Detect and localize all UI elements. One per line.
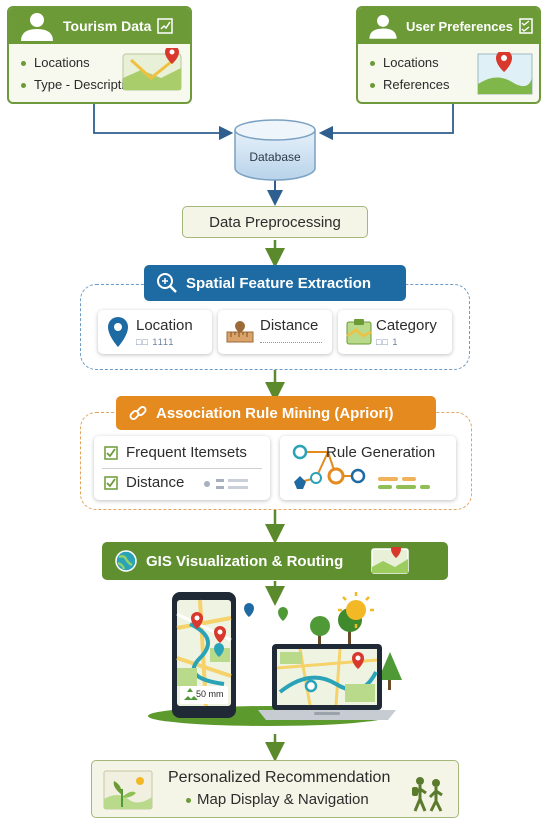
ruler-icon (226, 321, 254, 343)
itemsets-divider (102, 468, 262, 469)
rule-generation-card: Rule Generation (280, 436, 456, 500)
map-display-label: Map Display & Navigation (197, 791, 369, 808)
list-item: Locations (21, 52, 178, 74)
globe-icon (115, 550, 137, 572)
gis-title-bar: GIS Visualization & Routing (102, 542, 448, 580)
plant-map-icon (103, 770, 153, 810)
devices-illustration (148, 592, 402, 726)
location-code: □□ 1111 (136, 337, 175, 347)
gis-title: GIS Visualization & Routing (146, 552, 344, 570)
itemsets-card: Frequent Itemsets Distance (94, 436, 270, 500)
distance-dotted-line (260, 342, 322, 343)
smartphone-icon (172, 592, 288, 718)
recommendation-box: Personalized Recommendation Map Display … (91, 760, 459, 818)
spatial-feature-title-bar: Spatial Feature Extraction (144, 265, 406, 301)
recommendation-line1: Personalized Recommendation (168, 769, 391, 786)
rule-bars-icon (378, 477, 430, 489)
checkbox-icon (104, 445, 118, 460)
laptop-icon (258, 644, 396, 720)
merge-arrows (93, 104, 454, 141)
data-preprocessing-box: Data Preprocessing (182, 206, 368, 238)
database-icon (234, 119, 316, 181)
network-icon (292, 444, 366, 489)
spatial-feature-title: Spatial Feature Extraction (186, 274, 372, 292)
location-label: Location (136, 317, 193, 334)
user-icon (21, 13, 53, 41)
link-icon (129, 406, 147, 420)
list-item: Distance (104, 474, 184, 491)
list-item: Frequent Itemsets (104, 444, 247, 461)
location-card: Location □□ 1111 (98, 310, 212, 354)
distance-item-label: Distance (126, 474, 185, 491)
distance-card: Distance (218, 310, 332, 354)
category-code: □□ 1 (376, 337, 399, 347)
checkbox-icon (104, 475, 118, 490)
tourism-data-header: Tourism Data (9, 8, 190, 44)
checklist-icon (519, 18, 533, 34)
database-label: Database (249, 150, 301, 164)
sun-icon (338, 592, 374, 628)
user-preferences-title: User Preferences (406, 18, 513, 34)
hikers-icon (412, 777, 443, 812)
tourism-data-title: Tourism Data (63, 18, 152, 34)
location-pin-icon (108, 317, 128, 347)
chart-check-icon (157, 18, 174, 34)
list-lines-icon (204, 479, 248, 489)
landscape-pin-icon (477, 52, 533, 95)
phone-scale-label: 50 mm (196, 689, 224, 699)
user-preferences-card: User Preferences Locations References (356, 6, 541, 104)
frequent-itemsets-label: Frequent Itemsets (126, 444, 247, 461)
category-map-icon (346, 319, 372, 345)
recommendation-line2: Map Display & Navigation (164, 789, 458, 811)
user-icon (369, 14, 397, 39)
association-title: Association Rule Mining (Apriori) (156, 404, 394, 422)
data-preprocessing-label: Data Preprocessing (209, 213, 341, 231)
map-pin-icon (122, 48, 182, 91)
category-label: Category (376, 317, 437, 334)
list-item: Type - Description (21, 74, 178, 96)
magnifier-icon (157, 273, 177, 293)
tourism-data-list: Locations Type - Description (9, 44, 190, 102)
association-title-bar: Association Rule Mining (Apriori) (116, 396, 436, 430)
rule-generation-label: Rule Generation (326, 444, 436, 461)
category-card: Category □□ 1 (338, 310, 452, 354)
tourism-data-card: Tourism Data Locations Type - Descriptio… (7, 6, 192, 104)
user-preferences-header: User Preferences (358, 8, 539, 44)
user-preferences-list: Locations References (358, 44, 539, 102)
list-item: Locations (370, 52, 527, 74)
gis-map-icon (371, 547, 409, 574)
distance-label: Distance (260, 317, 319, 334)
list-item: References (370, 74, 527, 96)
